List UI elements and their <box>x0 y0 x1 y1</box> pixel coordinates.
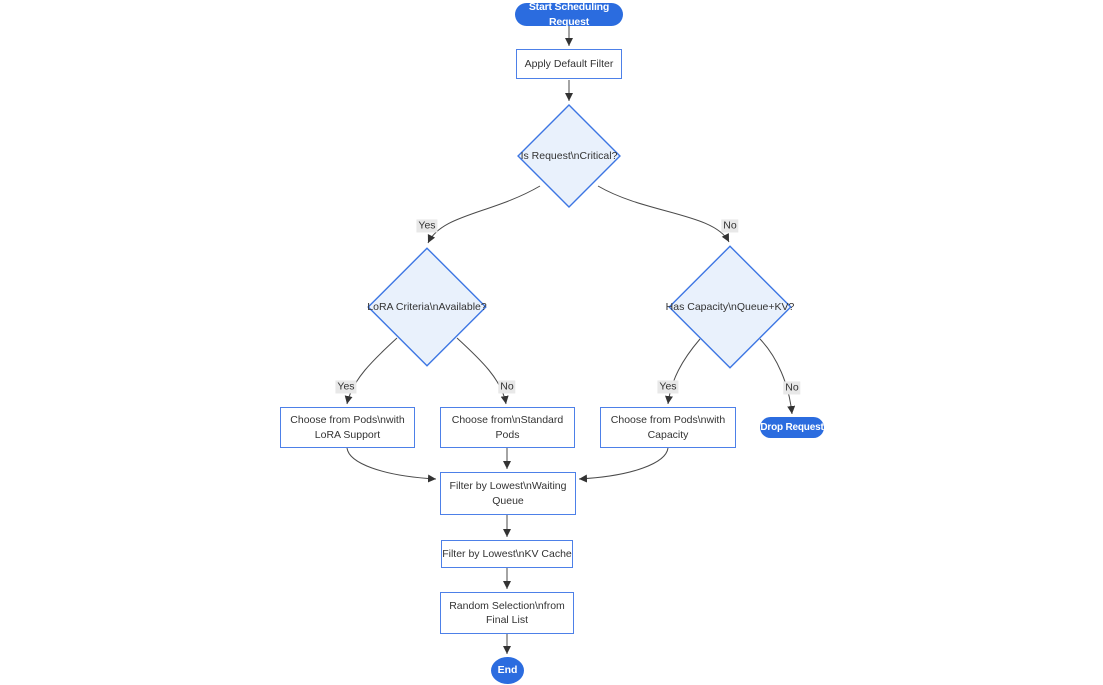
node-choose-standard-pods-label: Choose from\nStandard Pods <box>451 414 564 441</box>
edge-chooselora-to-waiting <box>346 447 437 483</box>
decision-is-request-critical-label: Is Request\nCritical? <box>520 149 618 162</box>
edge-critical-yes <box>427 185 541 244</box>
decision-lora-criteria: LoRA Criteria\nAvailable? <box>367 247 487 367</box>
edge-label-capacity-yes: Yes <box>657 380 679 394</box>
node-apply-default-filter: Apply Default Filter <box>516 49 622 79</box>
edge-capacity-no <box>759 338 796 415</box>
node-choose-lora-pods: Choose from Pods\nwith LoRA Support <box>280 407 415 448</box>
node-filter-kv-cache: Filter by Lowest\nKV Cache <box>441 540 573 568</box>
node-end-label: End <box>497 664 518 677</box>
node-choose-standard-pods: Choose from\nStandard Pods <box>440 407 575 448</box>
node-end: End <box>491 657 524 684</box>
diamond-shape <box>517 104 621 208</box>
node-start: Start Scheduling Request <box>515 1 623 28</box>
edge-label-lora-yes: Yes <box>335 380 357 394</box>
edge-label-critical-yes: Yes <box>416 219 438 233</box>
diamond-shape <box>367 247 487 367</box>
node-filter-waiting-queue: Filter by Lowest\nWaiting Queue <box>440 472 576 515</box>
node-filter-kv-cache-label: Filter by Lowest\nKV Cache <box>442 547 572 560</box>
edge-lora-yes <box>344 337 398 405</box>
node-random-selection: Random Selection\nfrom Final List <box>440 592 574 634</box>
edge-label-critical-no: No <box>721 219 739 233</box>
edge-label-lora-no: No <box>498 380 516 394</box>
edge-lora-no <box>456 337 509 405</box>
node-drop-request-label: Drop Request <box>760 421 824 433</box>
edge-critical-no <box>597 185 730 243</box>
edge-capacitypods-to-waiting <box>578 447 669 483</box>
decision-lora-criteria-label: LoRA Criteria\nAvailable? <box>367 300 487 313</box>
node-start-label: Start Scheduling Request <box>528 1 610 28</box>
node-random-selection-label: Random Selection\nfrom Final List <box>449 599 565 626</box>
node-drop-request: Drop Request <box>760 417 824 438</box>
diamond-shape <box>668 245 792 369</box>
decision-has-capacity: Has Capacity\nQueue+KV? <box>665 245 795 369</box>
edge-label-capacity-no: No <box>783 381 801 395</box>
node-apply-default-filter-label: Apply Default Filter <box>524 57 614 70</box>
decision-is-request-critical: Is Request\nCritical? <box>517 104 621 208</box>
decision-has-capacity-label: Has Capacity\nQueue+KV? <box>665 300 795 313</box>
node-choose-lora-pods-label: Choose from Pods\nwith LoRA Support <box>290 414 405 441</box>
node-choose-capacity-pods-label: Choose from Pods\nwith Capacity <box>610 414 726 441</box>
node-choose-capacity-pods: Choose from Pods\nwith Capacity <box>600 407 736 448</box>
edge-capacity-yes <box>665 338 701 405</box>
node-filter-waiting-queue-label: Filter by Lowest\nWaiting Queue <box>449 480 567 507</box>
